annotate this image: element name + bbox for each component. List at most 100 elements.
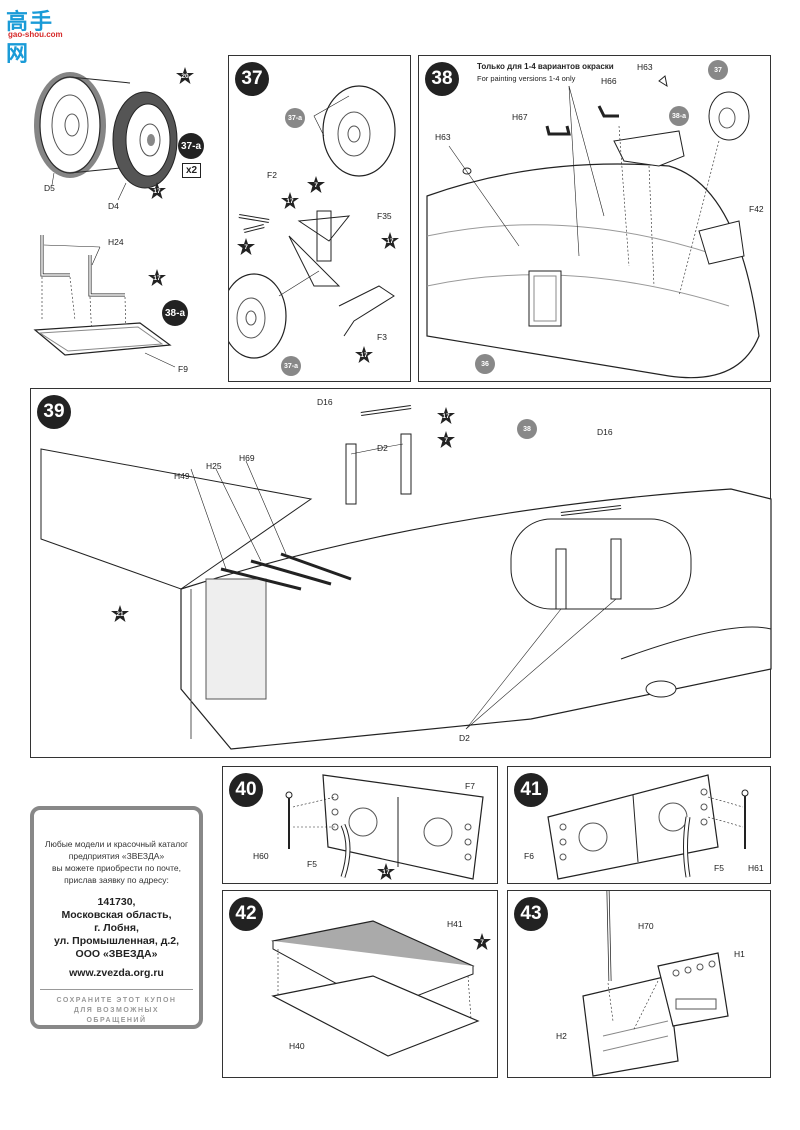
step-37-drawing	[229, 85, 396, 359]
part-label-f3: F3	[377, 332, 387, 342]
paint-star-icon: 17	[377, 863, 395, 881]
paint-code: 7	[444, 436, 448, 444]
paint-code: 7	[480, 938, 484, 946]
paint-star-icon: 7	[237, 238, 255, 256]
coupon-divider	[40, 989, 193, 990]
paint-star-icon: 20	[176, 67, 194, 85]
part-label-h63: H63	[435, 132, 451, 142]
multiplier-box: x2	[182, 163, 202, 178]
step-38-drawing	[426, 75, 760, 379]
part-label-d2: D2	[377, 443, 388, 453]
coupon-keep-line: ОБРАЩЕНИЙ	[86, 1017, 147, 1024]
part-label-h60: H60	[253, 851, 269, 861]
part-label-h1: H1	[734, 949, 745, 959]
subassembly-badge-37a: 37-a	[178, 133, 204, 159]
step-41-drawing	[547, 774, 749, 880]
step-42-panel: 42 H41 H40 7	[222, 890, 498, 1078]
step-40-panel: 40 F7 H60 F5 17	[222, 766, 498, 884]
part-label-d5: D5	[44, 183, 55, 193]
paint-star-icon: 7	[307, 176, 325, 194]
site-logo: 高手网 gao-shou.com	[4, 4, 74, 67]
step-number-42: 42	[229, 897, 263, 931]
paint-code: 17	[382, 868, 390, 876]
step-number-41: 41	[514, 773, 548, 807]
step-42-drawing	[271, 920, 480, 1057]
part-label-f7: F7	[465, 781, 475, 791]
step-41-panel: 41 F6 F5 H61	[507, 766, 771, 884]
part-label-f5: F5	[714, 863, 724, 873]
coupon-intro-line: прислав заявку по адресу:	[64, 875, 169, 885]
paint-star-icon: 7	[473, 933, 491, 951]
coupon-intro-line: предприятия «ЗВЕЗДА»	[68, 851, 165, 861]
paint-star-icon: 21	[111, 605, 129, 623]
step-number-37: 37	[235, 62, 269, 96]
part-label-f35: F35	[377, 211, 392, 221]
paint-star-icon: 17	[437, 407, 455, 425]
coupon-address-line: Московская область,	[61, 909, 172, 921]
step-37a-drawing	[33, 72, 178, 368]
part-label-h63: H63	[637, 62, 653, 72]
part-label-d2: D2	[459, 733, 470, 743]
paint-star-icon: 17	[148, 269, 166, 287]
paint-star-icon: 17	[381, 232, 399, 250]
coupon-website: www.zvezda.org.ru	[69, 967, 164, 979]
ref-badge-37: 37	[708, 60, 728, 80]
step-39-panel: 39 D16 D2 D16 H49 H25 H69 D2 17 7 21 38	[30, 388, 772, 758]
paint-code: 17	[386, 237, 394, 245]
coupon-keep-line: ДЛЯ ВОЗМОЖНЫХ	[73, 1007, 160, 1014]
coupon-address-line: г. Лобня,	[94, 922, 139, 934]
part-label-h24: H24	[108, 237, 124, 247]
part-label-h40: H40	[289, 1041, 305, 1051]
ref-badge-38a: 38-a	[669, 106, 689, 126]
part-label-h69: H69	[239, 453, 255, 463]
step-37-panel: 37 F2 F35 F3 37-a 37-a 7 17 7 17 17	[228, 55, 411, 382]
step-number-38: 38	[425, 62, 459, 96]
step-39-drawing	[40, 405, 772, 750]
part-label-h70: H70	[638, 921, 654, 931]
paint-code: 17	[153, 187, 161, 195]
step-number-39: 39	[37, 395, 71, 429]
part-label-h61: H61	[748, 863, 764, 873]
step-number-40: 40	[229, 773, 263, 807]
paint-star-icon: 17	[281, 192, 299, 210]
step-number-43: 43	[514, 897, 548, 931]
coupon-keep-line: СОХРАНИТЕ ЭТОТ КУПОН	[56, 997, 177, 1004]
part-label-f42: F42	[749, 204, 764, 214]
ref-badge-37a: 37-a	[281, 356, 301, 376]
part-label-h25: H25	[206, 461, 222, 471]
paint-star-icon: 17	[355, 346, 373, 364]
subassembly-badge-38a: 38-a	[162, 300, 188, 326]
painting-version-note-ru: Только для 1-4 вариантов окраски	[477, 62, 614, 71]
paint-star-icon: 7	[437, 431, 455, 449]
part-label-d16: D16	[317, 397, 333, 407]
part-label-h67: H67	[512, 112, 528, 122]
paint-star-icon: 17	[148, 182, 166, 200]
step-43-panel: 43 H70 H1 H2	[507, 890, 771, 1078]
paint-code: 17	[360, 351, 368, 359]
part-label-f6: F6	[524, 851, 534, 861]
coupon-intro-line: вы можете приобрести по почте,	[51, 863, 181, 873]
site-logo-text: 高手网	[6, 10, 55, 67]
paint-code: 21	[116, 610, 124, 618]
paint-code: 7	[244, 243, 248, 251]
coupon-intro: Любые модели и красочный каталог предпри…	[34, 838, 199, 886]
part-label-h2: H2	[556, 1031, 567, 1041]
coupon-address: 141730, Московская область, г. Лобня, ул…	[34, 896, 199, 961]
step-37a-area: D5 D4 H24 F9 20 17 17 37-a x2 38-a	[30, 55, 220, 385]
paint-code: 17	[286, 197, 294, 205]
paint-code: 17	[153, 274, 161, 282]
part-label-h49: H49	[174, 471, 190, 481]
site-logo-url: gao-shou.com	[8, 30, 63, 39]
paint-code: 20	[181, 72, 189, 80]
coupon-address-line: ул. Промышленная, д.2,	[53, 935, 180, 947]
ref-badge-37a: 37-a	[285, 108, 305, 128]
paint-code: 7	[314, 181, 318, 189]
step-40-drawing	[285, 774, 484, 880]
step-43-drawing	[582, 891, 729, 1077]
part-label-h41: H41	[447, 919, 463, 929]
coupon-address-line: ООО «ЗВЕЗДА»	[75, 948, 158, 960]
ref-badge-36: 36	[475, 354, 495, 374]
part-label-f5: F5	[307, 859, 317, 869]
part-label-f9: F9	[178, 364, 188, 374]
painting-version-note-en: For painting versions 1-4 only	[477, 74, 576, 83]
